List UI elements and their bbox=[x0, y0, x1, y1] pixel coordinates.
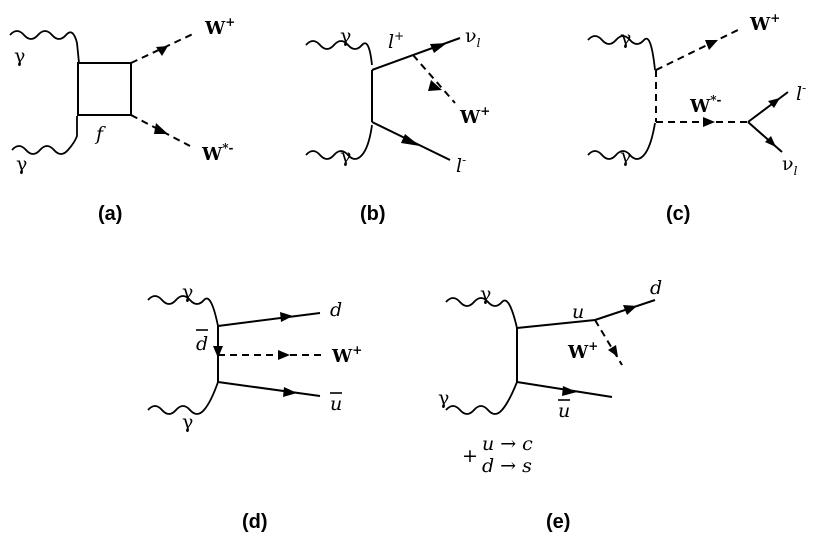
label-e-photon-top: γ bbox=[480, 283, 491, 305]
photon-line-a-top bbox=[9, 30, 80, 64]
photon-line-b-top bbox=[305, 40, 373, 66]
arrow-d-vertical bbox=[213, 346, 223, 358]
arrow-e-antiquark-u bbox=[562, 386, 577, 396]
label-e-w: W+ bbox=[567, 339, 598, 363]
photon-line-e-bottom bbox=[445, 381, 518, 415]
label-c-w-mid: W*- bbox=[689, 93, 721, 117]
diagram-b: γ γ l+ νl W+ l- (b) bbox=[305, 25, 490, 225]
arrow-c-neutrino bbox=[765, 136, 776, 147]
label-a-photon-bottom: γ bbox=[16, 153, 27, 175]
photon-line-c-top bbox=[587, 35, 656, 71]
arrow-e-d bbox=[623, 305, 637, 315]
diagram-d: γ γ d d W+ u (d) bbox=[147, 281, 362, 533]
label-d-antiquark-d: d bbox=[196, 333, 208, 355]
arrow-c-minus bbox=[768, 98, 780, 108]
label-b-w: W+ bbox=[459, 104, 490, 128]
caption-b: (b) bbox=[360, 203, 386, 225]
label-d-w: W+ bbox=[331, 343, 362, 367]
label-b-photon-bottom: γ bbox=[340, 145, 351, 167]
label-e-substitution-1: u→c bbox=[482, 433, 533, 455]
arrow-a-top bbox=[156, 46, 168, 56]
label-a-w-top: W+ bbox=[204, 15, 235, 39]
quark-line-e-u bbox=[516, 319, 596, 329]
label-c-photon-top: γ bbox=[620, 27, 631, 49]
label-e-substitution-2: d→s bbox=[482, 455, 532, 477]
label-b-neutrino: νl bbox=[465, 25, 481, 50]
photon-line-b-bottom bbox=[305, 124, 373, 160]
label-d-quark-d: d bbox=[330, 299, 342, 321]
photon-line-d-top bbox=[147, 295, 219, 327]
boson-line-e bbox=[594, 319, 623, 366]
label-e-quark-u: u bbox=[572, 301, 584, 323]
lepton-line-c-minus bbox=[747, 91, 789, 123]
arrow-d-bottom bbox=[283, 387, 297, 397]
label-e-photon-bottom: γ bbox=[438, 387, 449, 409]
diagram-e: γ γ u d W+ u + u→c d→s (e) bbox=[438, 277, 662, 533]
photon-line-c-bottom bbox=[587, 122, 656, 160]
label-a-photon-top: γ bbox=[14, 45, 25, 67]
caption-a: (a) bbox=[98, 203, 122, 225]
arrow-d-boson bbox=[278, 350, 290, 360]
label-a-fermion: f bbox=[94, 123, 106, 145]
label-e-quark-d: d bbox=[650, 277, 662, 299]
boson-line-b bbox=[412, 54, 456, 104]
photon-line-a-bottom bbox=[11, 116, 78, 155]
boson-line-c-top bbox=[655, 27, 743, 71]
arrow-d-top bbox=[280, 312, 293, 322]
arrow-b-minus bbox=[401, 134, 420, 146]
quark-line-d-top bbox=[217, 312, 321, 327]
diagram-c: γ γ W+ W*- l- νl (c) bbox=[587, 11, 806, 225]
diagram-a: γ γ f W+ W*- (a) bbox=[9, 15, 235, 225]
fermion-box-a bbox=[77, 62, 132, 116]
label-c-neutrino: νl bbox=[782, 153, 798, 178]
arrow-c-mid bbox=[703, 117, 715, 127]
label-b-photon-top: γ bbox=[340, 25, 351, 47]
label-d-photon-top: γ bbox=[182, 281, 193, 303]
label-c-lepton-minus: l- bbox=[796, 81, 806, 105]
photon-line-e-top bbox=[445, 297, 518, 329]
neutrino-line-c bbox=[747, 121, 783, 153]
arrow-e-boson bbox=[608, 345, 618, 357]
label-c-photon-bottom: γ bbox=[620, 145, 631, 167]
label-e-antiquark-u: u bbox=[558, 400, 570, 422]
arrow-a-bottom bbox=[154, 123, 168, 134]
label-d-antiquark-u: u bbox=[330, 393, 342, 415]
caption-c: (c) bbox=[666, 203, 690, 225]
label-c-w-top: W+ bbox=[749, 11, 780, 35]
caption-e: (e) bbox=[546, 511, 570, 533]
caption-d: (d) bbox=[242, 511, 268, 533]
arrow-b-boson bbox=[428, 80, 442, 91]
label-b-lepton-plus: l+ bbox=[388, 29, 404, 53]
quark-line-d-bottom bbox=[217, 381, 321, 397]
label-b-lepton-minus: l- bbox=[456, 153, 466, 177]
arrow-b-plus bbox=[430, 43, 447, 53]
lepton-line-b-plus bbox=[371, 37, 461, 71]
label-d-photon-bottom: γ bbox=[182, 411, 193, 433]
arrow-c-top bbox=[705, 40, 718, 50]
label-e-plus: + bbox=[462, 445, 478, 467]
label-a-w-bottom: W*- bbox=[201, 141, 233, 165]
photon-line-d-bottom bbox=[147, 381, 219, 415]
